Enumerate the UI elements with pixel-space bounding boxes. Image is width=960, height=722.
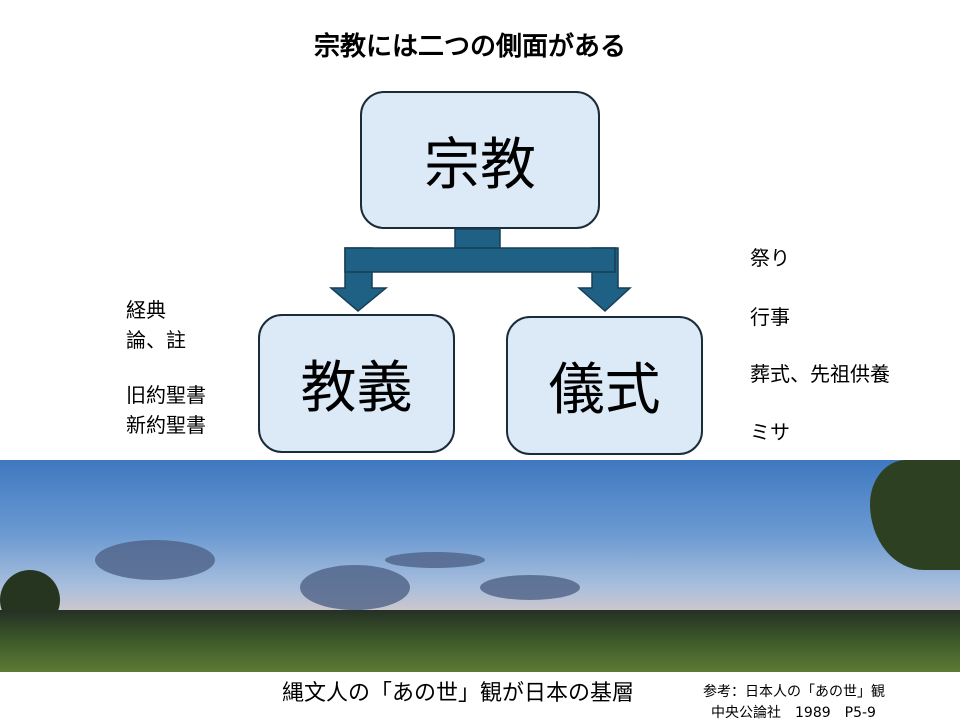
note-mass: ミサ	[750, 420, 790, 444]
box-religion: 宗教	[360, 91, 600, 229]
cloud	[385, 552, 485, 568]
box-doctrine: 教義	[258, 314, 455, 453]
landscape-ground	[0, 610, 960, 672]
cloud	[300, 565, 410, 610]
cloud	[480, 575, 580, 600]
box-ritual: 儀式	[506, 316, 703, 455]
note-sutra: 経典	[126, 298, 166, 322]
branch-arrows	[328, 228, 632, 313]
note-new-testament: 新約聖書	[126, 413, 206, 437]
note-festival: 祭り	[750, 246, 790, 270]
cloud	[95, 540, 215, 580]
reference-line1: 参考：日本人の「あの世」観	[703, 684, 885, 700]
tree-right	[870, 460, 960, 570]
arrow-right	[577, 247, 632, 313]
caption: 縄文人の「あの世」観が日本の基層	[282, 681, 635, 706]
note-funeral: 葬式、先祖供養	[750, 362, 890, 386]
note-event: 行事	[750, 305, 790, 329]
note-commentary: 論、註	[126, 328, 186, 352]
slide-title: 宗教には二つの側面がある	[313, 32, 626, 62]
reference-line2: 中央公論社 1989 P5-9	[711, 705, 876, 721]
note-old-testament: 旧約聖書	[126, 383, 206, 407]
connector-bar	[344, 247, 616, 273]
connector-stem	[454, 228, 501, 250]
